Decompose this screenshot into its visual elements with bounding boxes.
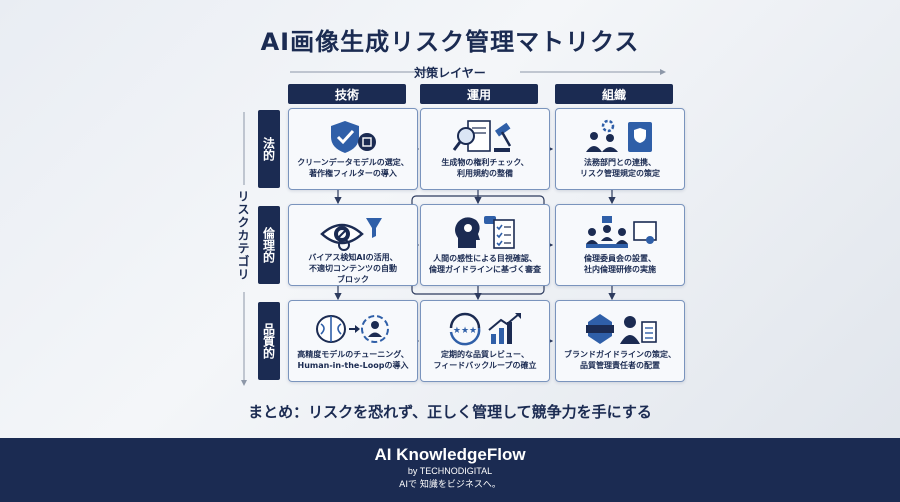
cell-text: 人間の感性による目視確認、 倫理ガイドラインに基づく審査 (429, 254, 541, 274)
brand-person-icon (580, 309, 660, 349)
brain-person-cycle-icon (313, 309, 393, 349)
cell-legal-operation: 生成物の権利チェック、 利用規約の整備 (420, 108, 550, 190)
shield-check-icon (323, 117, 383, 157)
cell-text: 倫理委員会の設置、 社内倫理研修の実施 (584, 254, 656, 274)
row-header-quality: 品質的 (258, 302, 280, 380)
layer-axis-label: 対策レイヤー (414, 66, 486, 80)
rating-growth-chart-icon: ★★★ (445, 309, 525, 349)
eye-filter-icon (318, 213, 388, 252)
column-header-operation: 運用 (420, 84, 538, 104)
row-header-legal: 法的 (258, 110, 280, 188)
footer-byline: by TECHNODIGITAL (407, 466, 493, 476)
cell-text: ブランドガイドラインの策定、 品質管理責任者の配置 (564, 350, 676, 370)
footer-tagline: AIで 知識をビジネスへ。 (399, 480, 501, 490)
document-search-gavel-icon (450, 117, 520, 157)
cell-ethical-organization: 倫理委員会の設置、 社内倫理研修の実施 (555, 204, 685, 286)
meeting-certificate-icon (580, 213, 660, 253)
cell-quality-tech: 高精度モデルのチューニング、 Human-in-the-Loopの導入 (288, 300, 418, 382)
column-header-organization: 組織 (555, 84, 673, 104)
page-title: AI画像生成リスク管理マトリクス (260, 28, 640, 56)
row-header-ethical: 倫理的 (258, 206, 280, 284)
cell-quality-operation: ★★★ 定期的な品質レビュー、 フィードバックループの確立 (420, 300, 550, 382)
matrix-stage: AI画像生成リスク管理マトリクス 対策レイヤー (236, 28, 685, 421)
cell-ethical-operation: 人間の感性による目視確認、 倫理ガイドラインに基づく審査 (420, 204, 550, 286)
cell-quality-organization: ブランドガイドラインの策定、 品質管理責任者の配置 (555, 300, 685, 382)
cell-text: 定期的な品質レビュー、 フィードバックループの確立 (433, 350, 537, 370)
summary-text: まとめ：リスクを恐れず、正しく管理して競争力を手にする (248, 403, 652, 421)
footer-brand: AI KnowledgeFlow (374, 445, 526, 464)
cell-legal-organization: 法務部門との連携、 リスク管理規定の策定 (555, 108, 685, 190)
category-axis-label: リスクカテゴリ (236, 190, 250, 281)
svg-text:★★★: ★★★ (453, 326, 477, 336)
cell-legal-tech: クリーンデータモデルの選定、 著作権フィルターの導入 (288, 108, 418, 190)
cell-text: バイアス検知AIの活用、 不適切コンテンツの自動 ブロック (308, 253, 398, 284)
head-checklist-icon (450, 213, 520, 253)
footer-banner: AI KnowledgeFlow by TECHNODIGITAL AIで 知識… (0, 438, 900, 502)
cell-text: クリーンデータモデルの選定、 著作権フィルターの導入 (297, 158, 409, 178)
cell-ethical-tech: バイアス検知AIの活用、 不適切コンテンツの自動 ブロック (288, 204, 418, 286)
cell-text: 生成物の権利チェック、 利用規約の整備 (441, 158, 529, 178)
team-gears-book-icon (580, 117, 660, 157)
column-header-tech: 技術 (288, 84, 406, 104)
cell-text: 法務部門との連携、 リスク管理規定の策定 (580, 158, 660, 178)
cell-text: 高精度モデルのチューニング、 Human-in-the-Loopの導入 (297, 350, 409, 370)
